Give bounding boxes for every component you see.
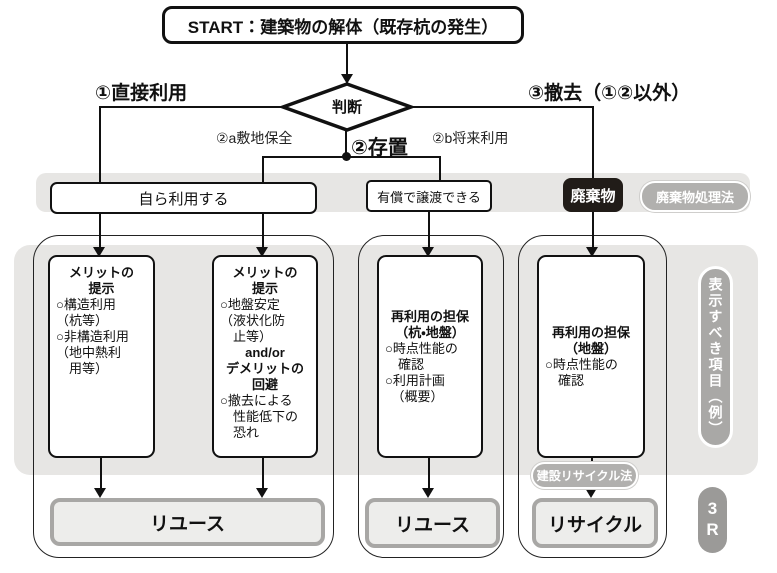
connector-2a-horizontal [262, 156, 347, 158]
connector-2a-down-1 [262, 156, 264, 183]
connector-card2-to-reuse [262, 458, 264, 490]
card3-header: 再利用の担保 （杭・地盤） [390, 308, 469, 340]
connector-card3-to-reuse-small [428, 458, 430, 490]
arrowhead-into-card1 [93, 247, 105, 257]
connector-start-to-decision [346, 38, 348, 76]
connector-right-branch-horizontal [410, 106, 593, 108]
card-reuse-guarantee-ground: 再利用の担保 （地盤） ○時点性能の 確認 [537, 255, 645, 458]
decision-label: 判断 [331, 98, 362, 116]
card1-header: メリットの 提示 [68, 265, 134, 296]
arrowhead-into-reuse-small [422, 488, 434, 498]
outcome-reuse-wide-label: リユース [149, 513, 226, 535]
card2-body2: ○撤去による 性能低下の 恐れ [220, 393, 299, 440]
waste-disposal-law-badge: 廃棄物処理法 [640, 181, 750, 212]
group-container-paid-transfer [358, 235, 504, 558]
card3-body: ○時点性能の 確認 ○利用計画 （概要） [385, 340, 458, 404]
construction-recycling-law-badge: 建設リサイクル法 [531, 462, 638, 489]
arrowhead-into-reuse-wide-right [256, 488, 268, 498]
branch-label-leave-in-place: ②存置 [351, 137, 408, 159]
start-node-label: START：建築物の解体（既存杭の発生） [187, 17, 499, 37]
branch-label-site-preservation: ②a敷地保全 [216, 130, 293, 146]
waste-disposal-law-label: 廃棄物処理法 [655, 190, 734, 205]
three-r-badge: 3R [698, 487, 727, 553]
connector-removal-down-1 [592, 106, 594, 180]
card-reuse-guarantee-pile-ground: 再利用の担保 （杭・地盤） ○時点性能の 確認 ○利用計画 （概要） [377, 255, 483, 458]
outcome-recycle: リサイクル [532, 498, 658, 548]
card2-connector: and/or [245, 345, 285, 360]
arrowhead-into-decision [341, 74, 353, 84]
node-paid-transfer: 有償で譲渡できる [366, 180, 492, 212]
connector-decision-down [345, 130, 347, 157]
card2-header: メリットの 提示 [232, 265, 298, 296]
arrowhead-into-recycle [585, 488, 597, 498]
outcome-reuse-small-label: リユース [394, 514, 471, 536]
connector-2b-down-1 [439, 156, 441, 182]
card-merit-demerit-leave: メリットの 提示 ○地盤安定 （液状化防 止等） and/or デメリットの 回… [212, 255, 318, 458]
branch-label-future-use: ②b将来利用 [432, 130, 509, 146]
three-r-label: 3R [703, 499, 722, 541]
arrowhead-into-card2 [256, 247, 268, 257]
arrowhead-into-card3 [422, 247, 434, 257]
connector-left-down-2 [99, 210, 101, 250]
connector-removal-down-2 [592, 212, 594, 250]
node-waste-label: 廃棄物 [570, 187, 616, 205]
node-self-use: 自ら利用する [50, 182, 317, 214]
connector-2b-horizontal [346, 156, 441, 158]
construction-recycling-law-label: 建設リサイクル法 [536, 469, 633, 483]
decision-diamond-shape [277, 82, 417, 132]
outcome-recycle-label: リサイクル [547, 514, 643, 536]
branch-label-direct-use: ①直接利用 [95, 83, 188, 104]
connector-card1-to-reuse [100, 458, 102, 490]
card2-header2: デメリットの 回避 [225, 361, 304, 392]
decision-diamond [277, 82, 417, 132]
display-items-side-label: 表示すべき項目（例） [707, 277, 724, 437]
connector-left-branch-horizontal [100, 106, 284, 108]
node-self-use-label: 自ら利用する [138, 190, 229, 208]
card4-header: 再利用の担保 （地盤） [551, 324, 630, 356]
display-items-side-badge: 表示すべき項目（例） [698, 266, 733, 448]
outcome-reuse-wide: リユース [50, 498, 325, 546]
card-merit-direct-use: メリットの 提示 ○構造利用 （杭等） ○非構造利用 （地中熱利 用等） [48, 255, 155, 458]
start-node: START：建築物の解体（既存杭の発生） [162, 6, 524, 44]
connector-2a-down-2 [262, 210, 264, 250]
card1-body: ○構造利用 （杭等） ○非構造利用 （地中熱利 用等） [56, 297, 129, 376]
arrowhead-into-card4 [586, 247, 598, 257]
outcome-reuse-small: リユース [365, 498, 500, 548]
card4-body: ○時点性能の 確認 [545, 356, 618, 388]
node-waste: 廃棄物 [563, 178, 623, 212]
arrowhead-into-reuse-wide-left [94, 488, 106, 498]
card2-body: ○地盤安定 （液状化防 止等） [220, 297, 286, 344]
group-container-direct-and-leave [33, 235, 334, 558]
node-paid-transfer-label: 有償で譲渡できる [377, 189, 481, 205]
branch-label-removal: ③撤去（①②以外） [528, 83, 691, 104]
connector-2b-down-2 [428, 208, 430, 250]
connector-left-down-1 [99, 106, 101, 183]
